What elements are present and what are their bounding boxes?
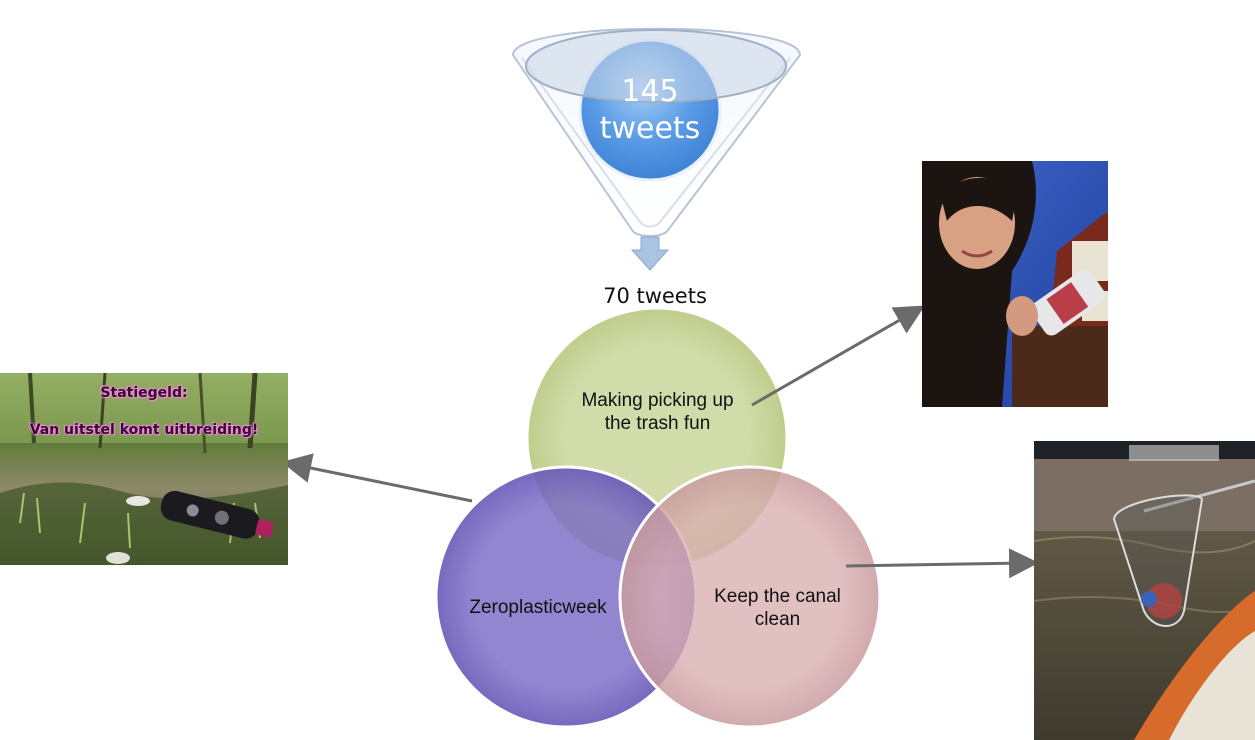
canal-net-photo: [1034, 441, 1255, 740]
down-arrow-icon: [632, 237, 668, 270]
circle-keep-canal-clean-label-line1: Keep the canal: [690, 585, 865, 608]
bottle-litter-photo: Statiegeld: Van uitstel komt uitbreiding…: [0, 373, 288, 565]
arrow-to-bottle-photo: [296, 465, 472, 501]
circle-zeroplasticweek-label: Zeroplasticweek: [448, 596, 628, 619]
bottle-photo-caption-line1: Statiegeld:: [0, 385, 288, 401]
circle-making-fun-label-line2: the trash fun: [560, 412, 755, 435]
circle-making-fun-label-line1: Making picking up: [560, 389, 755, 412]
selfie-with-can-image: [922, 161, 1108, 407]
funnel-count-number: 145: [590, 74, 710, 110]
circle-keep-canal-clean-label-line2: clean: [690, 608, 865, 631]
funnel-count-unit: tweets: [575, 111, 725, 147]
circle-keep-canal-clean-label: Keep the canal clean: [690, 585, 865, 631]
selfie-with-can-photo: [922, 161, 1108, 407]
filtered-tweets-count: 70 tweets: [575, 284, 735, 308]
circle-making-fun-label: Making picking up the trash fun: [560, 389, 755, 435]
bottle-litter-image: [0, 373, 288, 565]
circle-zeroplasticweek-label-line1: Zeroplasticweek: [448, 596, 628, 619]
canal-net-image: [1034, 441, 1255, 740]
bottle-photo-caption-line2: Van uitstel komt uitbreiding!: [0, 422, 288, 438]
arrow-to-selfie-photo: [752, 313, 912, 405]
